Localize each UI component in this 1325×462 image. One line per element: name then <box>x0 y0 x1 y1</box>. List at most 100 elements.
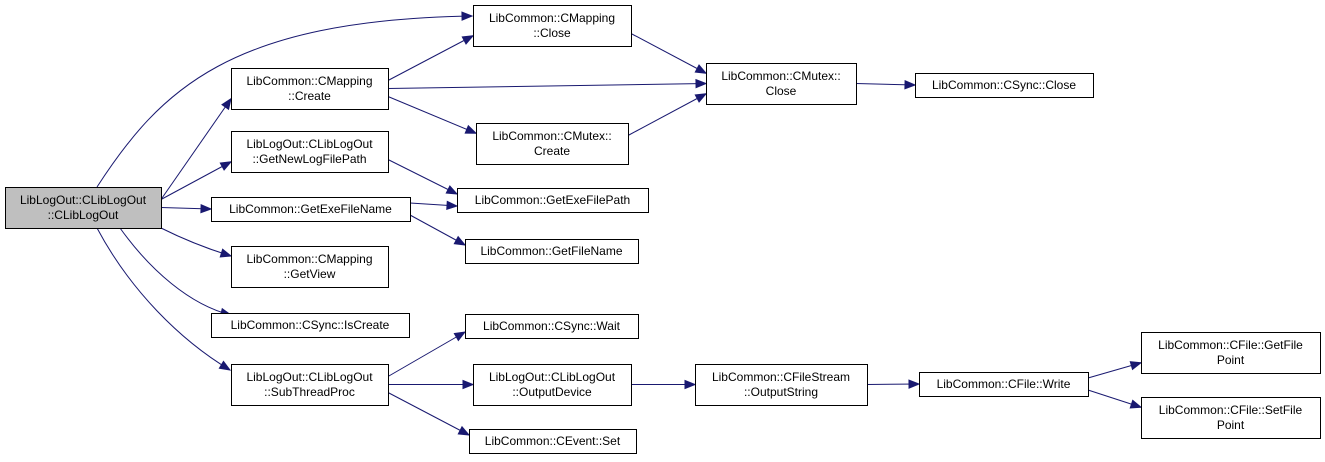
edge-line <box>387 392 470 436</box>
node-box <box>231 364 389 406</box>
node-label-line: LibLogOut::CLibLogOut <box>20 193 147 207</box>
edge-line <box>160 227 232 257</box>
node-box <box>469 429 637 454</box>
edge-root-to-sync-iscreate <box>119 227 233 318</box>
edge-arrowhead <box>694 64 708 74</box>
edge-arrowhead <box>219 248 233 258</box>
node-subthread[interactable]: LibLogOut::CLibLogOut::SubThreadProc <box>231 364 389 406</box>
edge-arrowhead <box>1129 399 1143 409</box>
edge-arrowhead <box>219 161 233 171</box>
node-box <box>211 313 410 338</box>
node-box <box>915 73 1094 98</box>
node-sync-close[interactable]: LibCommon::CSync::Close <box>915 73 1094 98</box>
edge-mutex-close-to-sync-close <box>855 79 917 90</box>
node-filename[interactable]: LibCommon::GetFileName <box>465 239 639 264</box>
edge-line <box>160 98 232 200</box>
edge-line <box>387 83 707 89</box>
node-box <box>457 188 649 213</box>
edge-root-to-map-getview <box>160 227 233 258</box>
edge-file-write-to-getfilepoint <box>1087 361 1143 379</box>
edge-map-create-to-mutex-create <box>387 96 478 134</box>
edge-arrowhead <box>457 425 471 436</box>
node-label-line: ::GetNewLogFilePath <box>252 152 366 166</box>
node-exefilepath[interactable]: LibCommon::GetExeFilePath <box>457 188 649 213</box>
node-label-line: LibLogOut::CLibLogOut <box>246 137 373 151</box>
node-label-line: LibCommon::CMutex:: <box>492 129 611 143</box>
edge-arrowhead <box>453 235 467 246</box>
edge-map-create-to-mutex-close <box>387 78 708 89</box>
edge-line <box>387 35 474 81</box>
node-box <box>5 187 162 229</box>
edge-arrowhead <box>446 200 459 211</box>
node-label-line: LibCommon::CFile::SetFile <box>1159 403 1303 417</box>
node-box <box>465 239 639 264</box>
edge-arrowhead <box>453 331 467 342</box>
node-label-line: ::OutputString <box>744 385 818 399</box>
node-map-create[interactable]: LibCommon::CMapping::Create <box>231 68 389 110</box>
node-box <box>231 131 389 173</box>
node-mutex-close[interactable]: LibCommon::CMutex::Close <box>706 63 857 105</box>
edge-line <box>160 161 232 200</box>
edge-line <box>627 93 707 136</box>
edges-layer <box>96 11 1143 436</box>
node-label-line: ::CLibLogOut <box>48 208 119 222</box>
edge-arrowhead <box>1129 361 1143 371</box>
edge-arrowhead <box>464 124 478 134</box>
node-sync-iscreate[interactable]: LibCommon::CSync::IsCreate <box>211 313 410 338</box>
edge-arrowhead <box>221 97 232 111</box>
node-label-line: LibCommon::CMapping <box>489 11 615 25</box>
node-label-line: LibCommon::CFile::GetFile <box>1158 338 1303 352</box>
edge-line <box>630 33 707 74</box>
node-label-line: LibCommon::CFileStream <box>712 370 850 384</box>
edge-exefilename-to-filename <box>409 214 467 246</box>
node-label-line: Close <box>766 84 797 98</box>
node-box <box>919 372 1089 397</box>
edge-arrowhead <box>462 379 475 390</box>
node-map-close[interactable]: LibCommon::CMapping::Close <box>473 5 632 47</box>
node-box <box>1141 397 1321 439</box>
node-label-line: LibCommon::CSync::Wait <box>483 319 621 333</box>
node-box <box>473 364 632 406</box>
node-label-line: LibCommon::GetExeFilePath <box>475 193 630 207</box>
edge-root-to-newlogpath <box>160 161 233 200</box>
edge-arrowhead <box>218 360 232 371</box>
node-label-line: LibCommon::CFile::Write <box>937 377 1071 391</box>
node-box <box>211 197 411 222</box>
edge-line <box>387 331 466 377</box>
node-label-line: LibCommon::CMutex:: <box>721 69 840 83</box>
node-file-write[interactable]: LibCommon::CFile::Write <box>919 372 1089 397</box>
node-label-line: ::GetView <box>284 267 336 281</box>
node-sync-wait[interactable]: LibCommon::CSync::Wait <box>465 314 639 339</box>
node-box <box>695 364 868 406</box>
node-exefilename[interactable]: LibCommon::GetExeFileName <box>211 197 411 222</box>
edge-outputstring-to-file-write <box>866 379 921 389</box>
node-outputdevice[interactable]: LibLogOut::CLibLogOut::OutputDevice <box>473 364 632 406</box>
edge-root-to-map-create <box>160 97 232 200</box>
node-root[interactable]: LibLogOut::CLibLogOut::CLibLogOut <box>5 187 162 229</box>
node-label-line: LibCommon::GetExeFileName <box>229 202 392 216</box>
edge-arrowhead <box>461 35 475 45</box>
edge-subthread-to-event-set <box>387 392 471 436</box>
node-outputstring[interactable]: LibCommon::CFileStream::OutputString <box>695 364 868 406</box>
edge-arrowhead <box>694 93 708 103</box>
node-label-line: LibCommon::CEvent::Set <box>485 434 621 448</box>
node-map-getview[interactable]: LibCommon::CMapping::GetView <box>231 246 389 288</box>
node-label-line: LibCommon::GetFileName <box>480 244 622 258</box>
edge-line <box>96 15 473 188</box>
edge-arrowhead <box>200 203 213 214</box>
node-event-set[interactable]: LibCommon::CEvent::Set <box>469 429 637 454</box>
node-mutex-create[interactable]: LibCommon::CMutex::Create <box>476 123 629 165</box>
node-label-line: ::Create <box>288 89 331 103</box>
node-box <box>473 5 632 47</box>
node-label-line: ::Close <box>533 26 571 40</box>
edge-outputdevice-to-outputstring <box>631 379 697 390</box>
node-newlogpath[interactable]: LibLogOut::CLibLogOut::GetNewLogFilePath <box>231 131 389 173</box>
edge-exefilename-to-exefilepath <box>409 200 459 211</box>
edge-file-write-to-setfilepoint <box>1087 389 1143 409</box>
edge-root-to-exefilename <box>160 203 213 214</box>
node-box <box>231 246 389 288</box>
edge-line <box>119 227 232 316</box>
